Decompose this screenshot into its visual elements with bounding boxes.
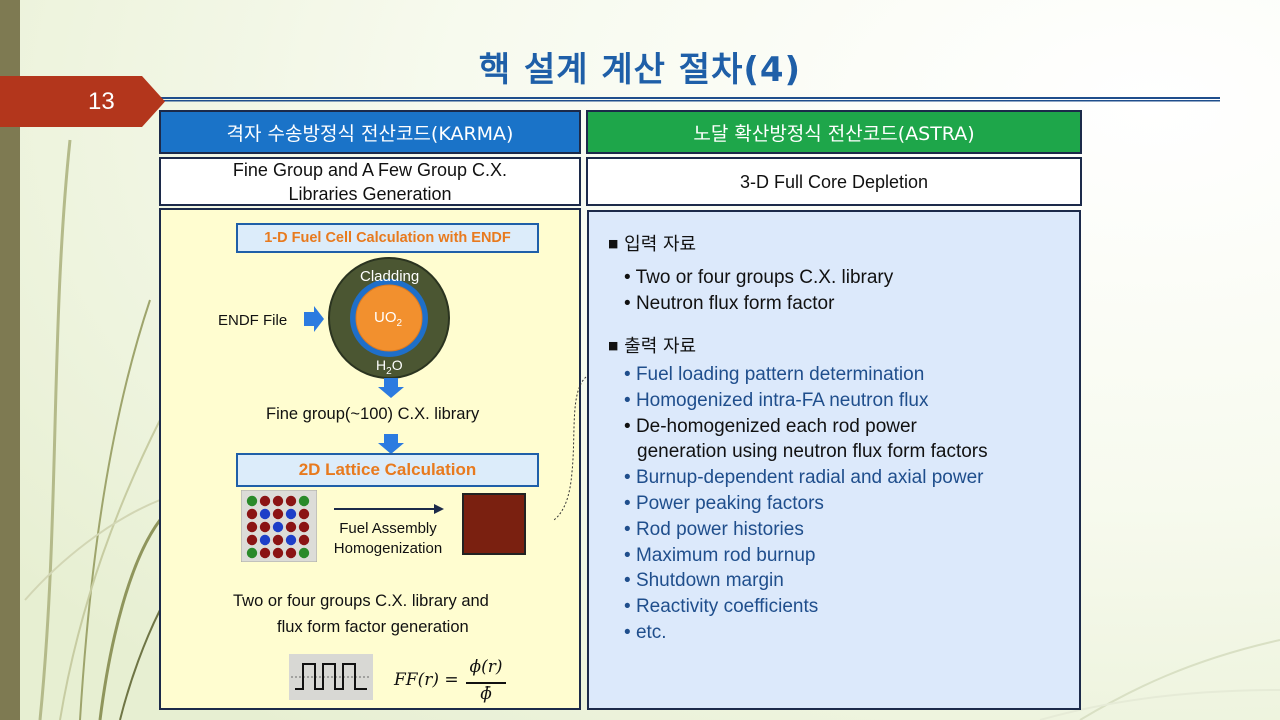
endf-file-label: ENDF File	[218, 312, 288, 329]
endf-arrow-icon	[304, 306, 324, 332]
right-subheader: 3-D Full Core Depletion	[586, 157, 1082, 206]
left-subheader: Fine Group and A Few Group C.X. Librarie…	[159, 157, 581, 206]
square-bullet-icon: ■	[608, 339, 619, 352]
list-item: • Two or four groups C.X. library	[624, 267, 894, 288]
uo2-label: UO2	[374, 309, 402, 329]
h2o-pre: H	[376, 357, 387, 373]
list-item: • Reactivity coefficients	[624, 596, 819, 618]
list-item: • Shutdown margin	[624, 570, 784, 592]
dashed-connector	[553, 376, 587, 521]
formula-numerator: ϕ(r)	[469, 657, 503, 677]
page-title: 핵 설계 계산 절차(4)	[478, 50, 802, 90]
output-item-list: • Fuel loading pattern determination • H…	[624, 362, 988, 646]
formula-lhs: FF(r) =	[394, 670, 459, 690]
homogenization-label: Fuel Assembly Homogenization	[328, 519, 448, 559]
h2o-subscript: 2	[386, 365, 392, 377]
slide-number-tab	[0, 76, 165, 127]
down-arrow-icon	[378, 434, 404, 454]
list-item: • etc.	[624, 621, 667, 643]
fine-group-library-label: Fine group(~100) C.X. library	[266, 405, 480, 423]
output-section-title: ■ 출력 자료	[608, 332, 696, 358]
h2o-label: H2O	[376, 357, 403, 377]
list-item: • Power peaking factors	[624, 492, 824, 514]
fa-line1: Fuel Assembly	[339, 520, 437, 537]
list-item: • Burnup-dependent radial and axial powe…	[624, 467, 984, 489]
left-subheader-line1: Fine Group and A Few Group C.X.	[232, 159, 508, 180]
list-item: • Rod power histories	[624, 518, 804, 540]
output-title-text: 출력 자료	[624, 336, 697, 357]
h2o-post: O	[391, 357, 403, 373]
fuel-assembly-lattice-icon	[241, 490, 317, 562]
input-section-title: ■ 입력 자료	[608, 230, 696, 256]
left-code-header: 격자 수송방정식 전산코드(KARMA)	[159, 110, 581, 154]
down-arrow-icon	[378, 378, 404, 398]
title-underline	[160, 97, 1220, 102]
list-item: • Fuel loading pattern determination	[624, 364, 925, 385]
square-bullet-icon: ■	[608, 237, 619, 250]
list-item: • Maximum rod burnup	[624, 544, 816, 566]
input-title-text: 입력 자료	[624, 234, 697, 255]
formula-fraction-bar	[466, 682, 506, 684]
fuel-pin-diagram	[328, 257, 450, 379]
flux-form-factor-plot-icon	[289, 654, 373, 700]
homogenization-arrow-icon	[334, 504, 444, 514]
lattice-calc-box: 2D Lattice Calculation	[236, 453, 539, 487]
left-subheader-line2: Libraries Generation	[288, 183, 452, 204]
uo2-subscript: 2	[396, 318, 403, 329]
list-item-continuation: generation using neutron flux form facto…	[637, 441, 988, 463]
two-four-line2: flux form factor generation	[277, 618, 469, 636]
two-four-line1: Two or four groups C.X. library and	[233, 592, 489, 610]
two-four-group-label: Two or four groups C.X. library and flux…	[233, 588, 489, 640]
homogenized-assembly-block	[462, 493, 526, 555]
formula-denominator: ϕ̄	[480, 684, 492, 704]
list-item: • Homogenized intra-FA neutron flux	[624, 389, 929, 411]
right-astra-panel	[587, 210, 1081, 710]
input-item-list: • Two or four groups C.X. library • Neut…	[624, 265, 893, 317]
uo2-main: UO	[374, 309, 397, 326]
cladding-label: Cladding	[360, 268, 420, 285]
slide-number: 13	[88, 88, 115, 115]
right-code-header: 노달 확산방정식 전산코드(ASTRA)	[586, 110, 1082, 154]
list-item: • Neutron flux form factor	[624, 292, 835, 314]
fa-line2: Homogenization	[333, 540, 443, 557]
fuel-cell-calc-box: 1-D Fuel Cell Calculation with ENDF	[236, 223, 539, 253]
list-item: • De-homogenized each rod power	[624, 415, 917, 437]
